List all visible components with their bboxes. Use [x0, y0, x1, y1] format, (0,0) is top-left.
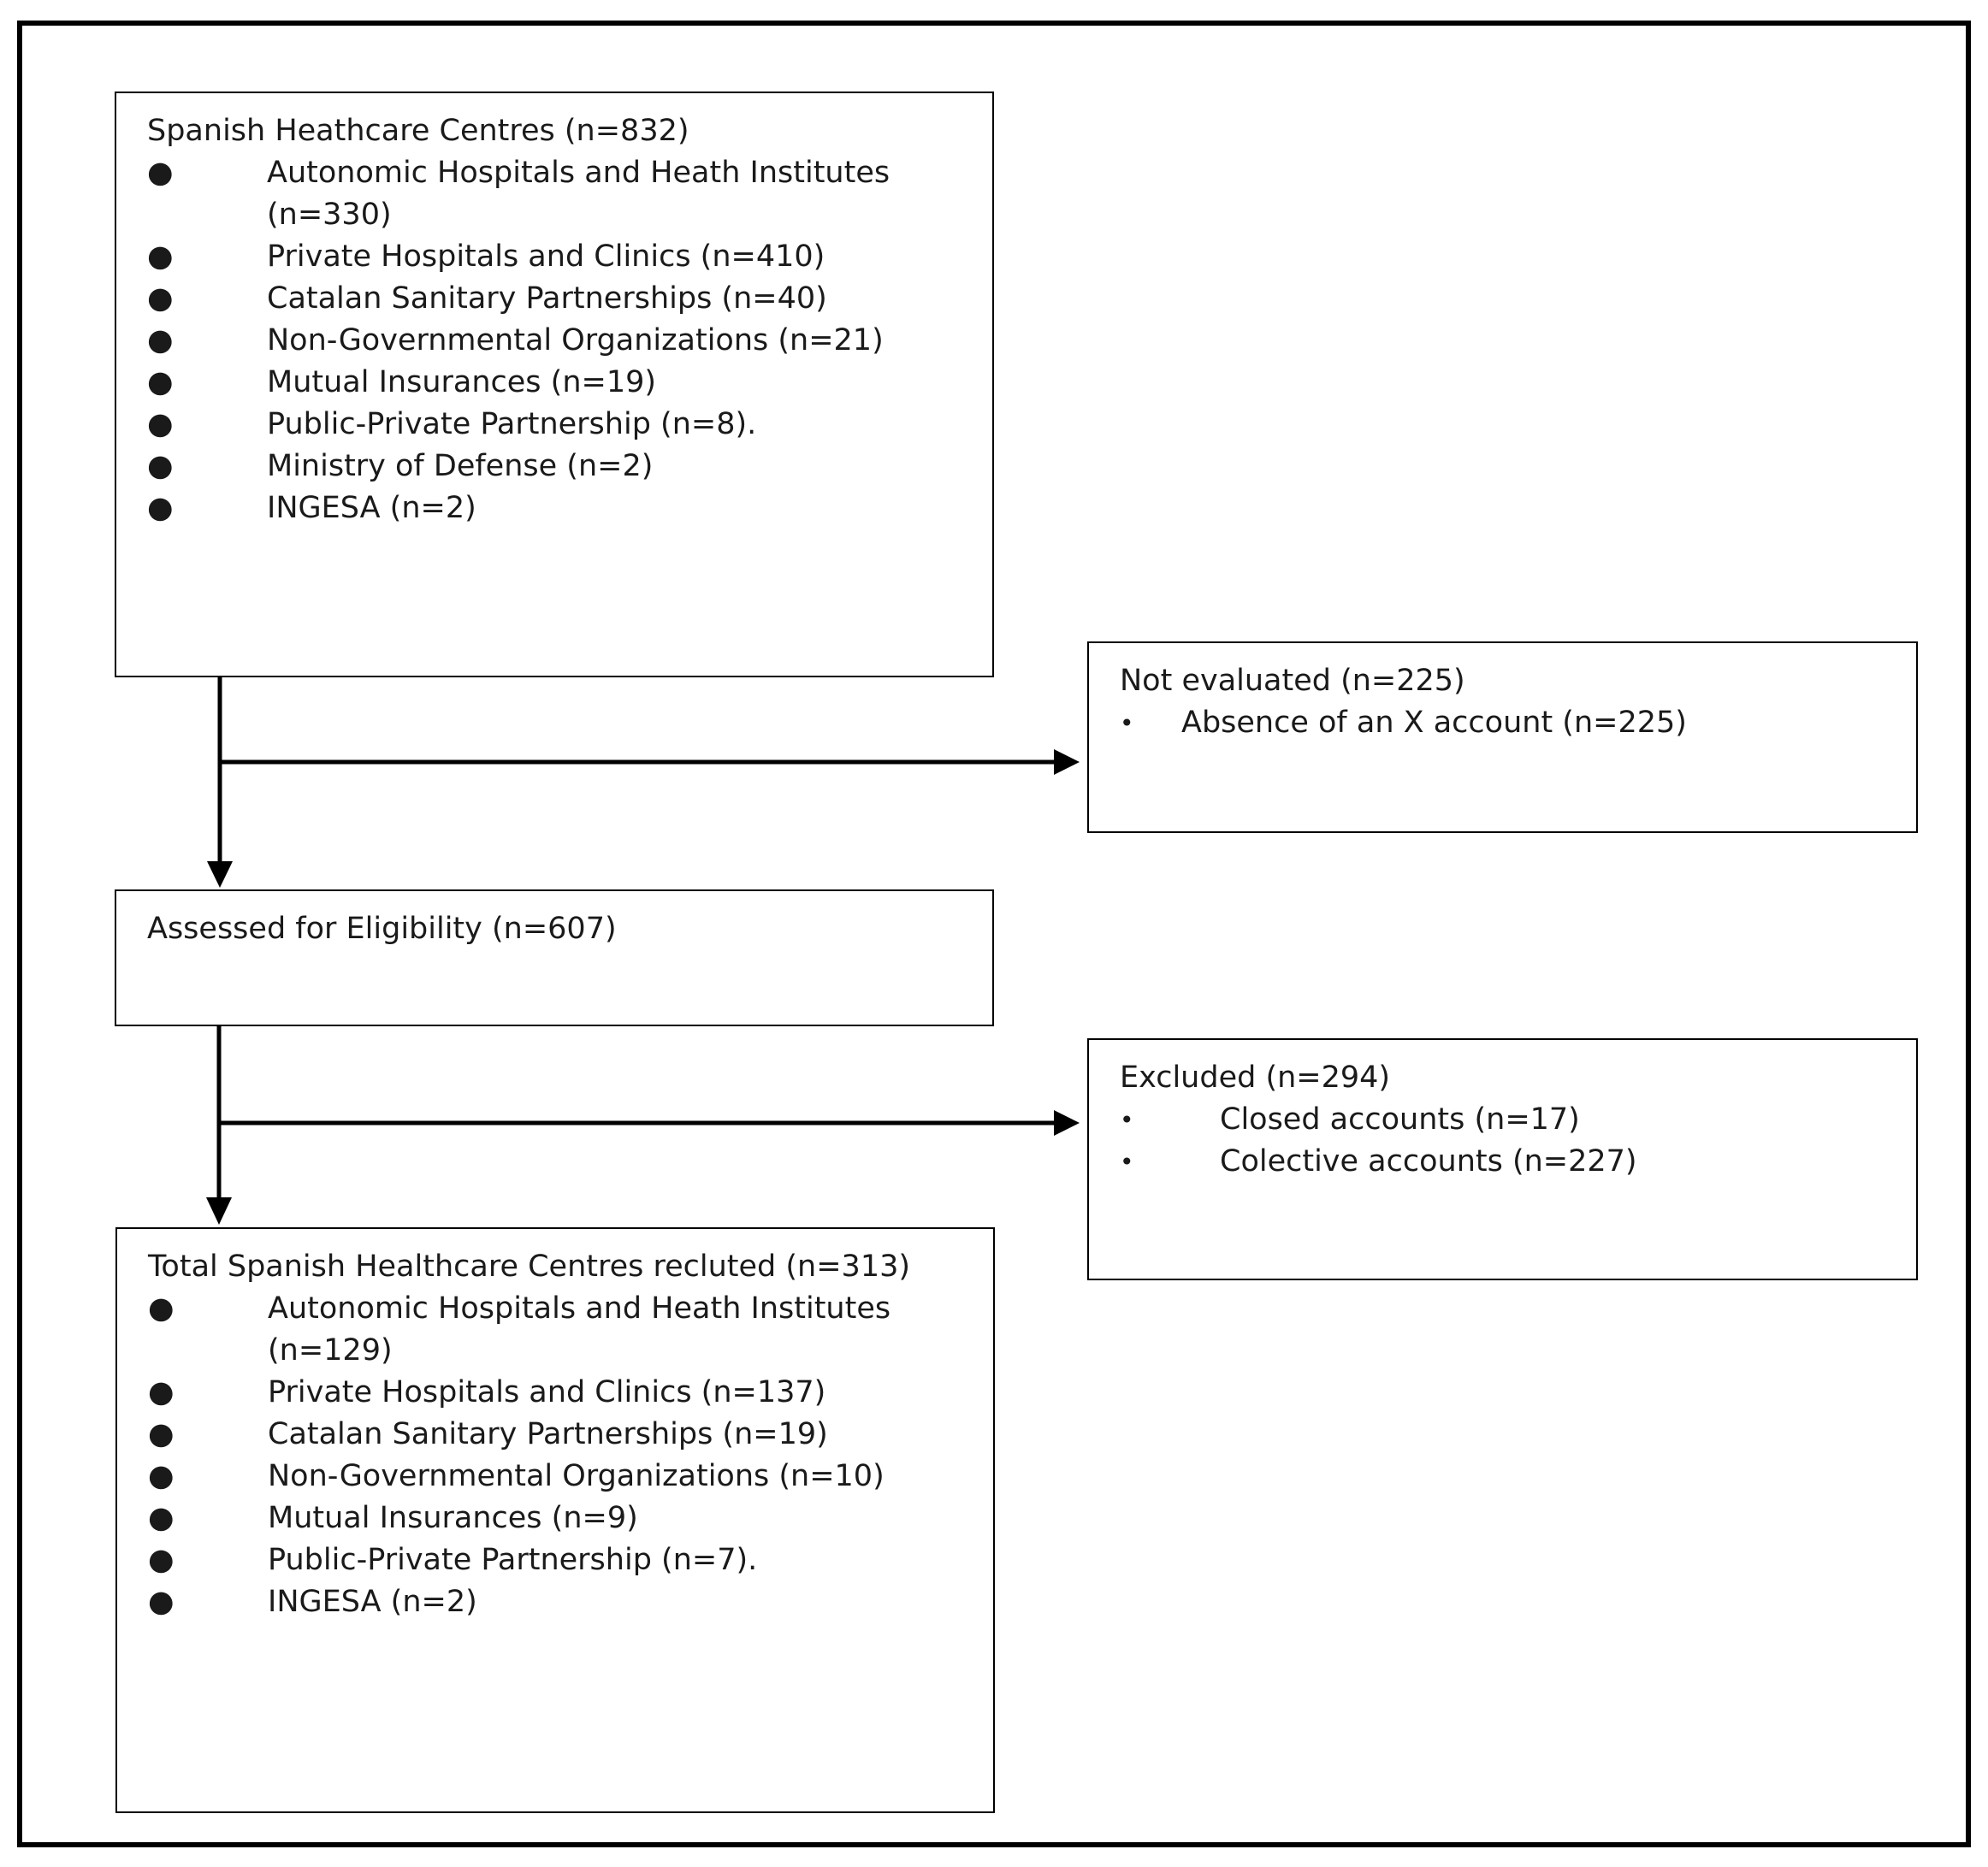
list-item-text: Public-Private Partnership (n=7).	[268, 1543, 758, 1577]
list-item: ● INGESA (n=2)	[117, 1581, 997, 1623]
list-item: ● Private Hospitals and Clinics (n=137)	[117, 1372, 997, 1414]
excluded-box: Excluded (n=294) • Closed accounts (n=17)…	[1087, 1038, 1918, 1280]
arrowhead-excluded	[1054, 1110, 1080, 1136]
spanish-healthcare-centres-box: Spanish Heathcare Centres (n=832) ● Auton…	[115, 92, 994, 677]
list-item: ● Ministry of Defense (n=2)	[116, 446, 996, 487]
bullet-icon: ●	[148, 1459, 175, 1493]
bullet-icon: ●	[148, 1375, 175, 1409]
list-item: ● Public-Private Partnership (n=7).	[117, 1539, 997, 1581]
list-item-text: Private Hospitals and Clinics (n=410)	[267, 239, 825, 274]
list-item-text: Non-Governmental Organizations (n=21)	[267, 323, 884, 357]
total-list: ● Autonomic Hospitals and Heath Institute…	[117, 1288, 997, 1623]
list-item: ● Non-Governmental Organizations (n=10)	[117, 1456, 997, 1498]
bullet-icon: ●	[147, 407, 174, 441]
arrowhead-total	[206, 1197, 232, 1225]
bullet-icon: ●	[148, 1291, 175, 1326]
bullet-icon: ●	[147, 365, 174, 399]
list-item-text: INGESA (n=2)	[268, 1585, 477, 1619]
list-item: ● Catalan Sanitary Partnerships (n=19)	[117, 1414, 997, 1456]
bullet-icon: ●	[148, 1501, 175, 1535]
list-item-text: Ministry of Defense (n=2)	[267, 449, 654, 483]
bullet-icon: ●	[147, 281, 174, 316]
list-item: ● Autonomic Hospitals and Heath Institute…	[116, 152, 996, 236]
not-evaluated-box-title: Not evaluated (n=225)	[1120, 664, 1465, 698]
list-item-text: Colective accounts (n=227)	[1220, 1144, 1637, 1179]
list-item-text: Closed accounts (n=17)	[1220, 1102, 1580, 1137]
bullet-icon: ●	[148, 1585, 175, 1619]
bullet-icon: ●	[147, 156, 174, 190]
total-recluted-box: Total Spanish Healthcare Centres reclute…	[115, 1227, 995, 1813]
excluded-box-title: Excluded (n=294)	[1120, 1061, 1391, 1095]
list-item: ● Public-Private Partnership (n=8).	[116, 404, 996, 446]
list-item-text: Mutual Insurances (n=19)	[267, 365, 657, 399]
list-item: • Closed accounts (n=17)	[1089, 1099, 1920, 1141]
bullet-icon: •	[1120, 709, 1134, 737]
arrowhead-not-evaluated	[1054, 749, 1080, 775]
bullet-icon: ●	[148, 1417, 175, 1451]
list-item: ● Non-Governmental Organizations (n=21)	[116, 320, 996, 362]
list-item: • Colective accounts (n=227)	[1089, 1141, 1920, 1183]
list-item-text: Autonomic Hospitals and Heath Institutes…	[267, 156, 890, 232]
bullet-icon: ●	[148, 1543, 175, 1577]
total-box-title: Total Spanish Healthcare Centres reclute…	[148, 1250, 911, 1284]
bullet-icon: ●	[147, 323, 174, 357]
list-item-text: Absence of an X account (n=225)	[1181, 706, 1687, 740]
list-item-text: Catalan Sanitary Partnerships (n=40)	[267, 281, 827, 316]
list-item: ● INGESA (n=2)	[116, 487, 996, 529]
assessed-for-eligibility-box: Assessed for Eligibility (n=607)	[115, 889, 994, 1026]
not-evaluated-box: Not evaluated (n=225) • Absence of an X a…	[1087, 641, 1918, 833]
list-item: ● Private Hospitals and Clinics (n=410)	[116, 236, 996, 278]
list-item: ● Autonomic Hospitals and Heath Institute…	[117, 1288, 997, 1372]
list-item-text: Catalan Sanitary Partnerships (n=19)	[268, 1417, 828, 1451]
list-item: • Absence of an X account (n=225)	[1089, 702, 1920, 744]
bullet-icon: ●	[147, 239, 174, 274]
bullet-icon: ●	[147, 491, 174, 525]
not-evaluated-list: • Absence of an X account (n=225)	[1089, 702, 1920, 744]
list-item-text: Public-Private Partnership (n=8).	[267, 407, 757, 441]
list-item: ● Mutual Insurances (n=9)	[117, 1498, 997, 1539]
centres-list: ● Autonomic Hospitals and Heath Institute…	[116, 152, 996, 529]
bullet-icon: •	[1120, 1106, 1134, 1134]
list-item: ● Mutual Insurances (n=19)	[116, 362, 996, 404]
centres-box-title: Spanish Heathcare Centres (n=832)	[147, 114, 689, 148]
assessed-box-title: Assessed for Eligibility (n=607)	[147, 912, 617, 946]
bullet-icon: ●	[147, 449, 174, 483]
list-item-text: Private Hospitals and Clinics (n=137)	[268, 1375, 826, 1409]
list-item: ● Catalan Sanitary Partnerships (n=40)	[116, 278, 996, 320]
list-item-text: Mutual Insurances (n=9)	[268, 1501, 638, 1535]
list-item-text: Non-Governmental Organizations (n=10)	[268, 1459, 885, 1493]
excluded-list: • Closed accounts (n=17) • Colective accou…	[1089, 1099, 1920, 1183]
list-item-text: Autonomic Hospitals and Heath Institutes…	[268, 1291, 891, 1368]
outer-frame	[17, 21, 1971, 1847]
arrowhead-assessed	[207, 861, 233, 888]
bullet-icon: •	[1120, 1148, 1134, 1176]
list-item-text: INGESA (n=2)	[267, 491, 476, 525]
